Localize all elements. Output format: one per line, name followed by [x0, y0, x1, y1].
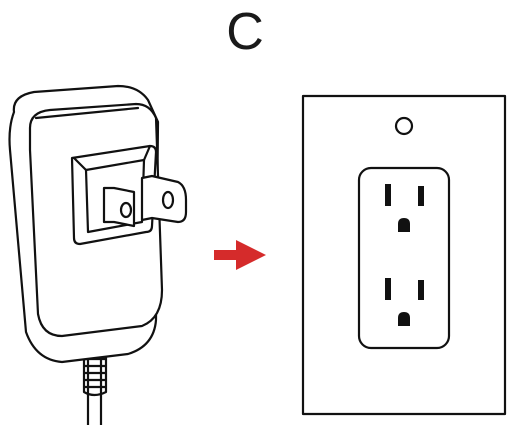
adapter-prong-right [140, 174, 188, 224]
receptacle-body [357, 166, 451, 350]
adapter-cable [82, 350, 108, 425]
step-label: C [226, 3, 264, 61]
plate-screw [394, 116, 414, 136]
arrow-right-icon [214, 240, 266, 270]
receptacle-top [385, 184, 424, 232]
receptacle-bottom [385, 278, 424, 326]
adapter-prong-left [102, 186, 136, 228]
power-adapter-icon [8, 84, 188, 425]
wall-outlet-icon [301, 94, 507, 416]
